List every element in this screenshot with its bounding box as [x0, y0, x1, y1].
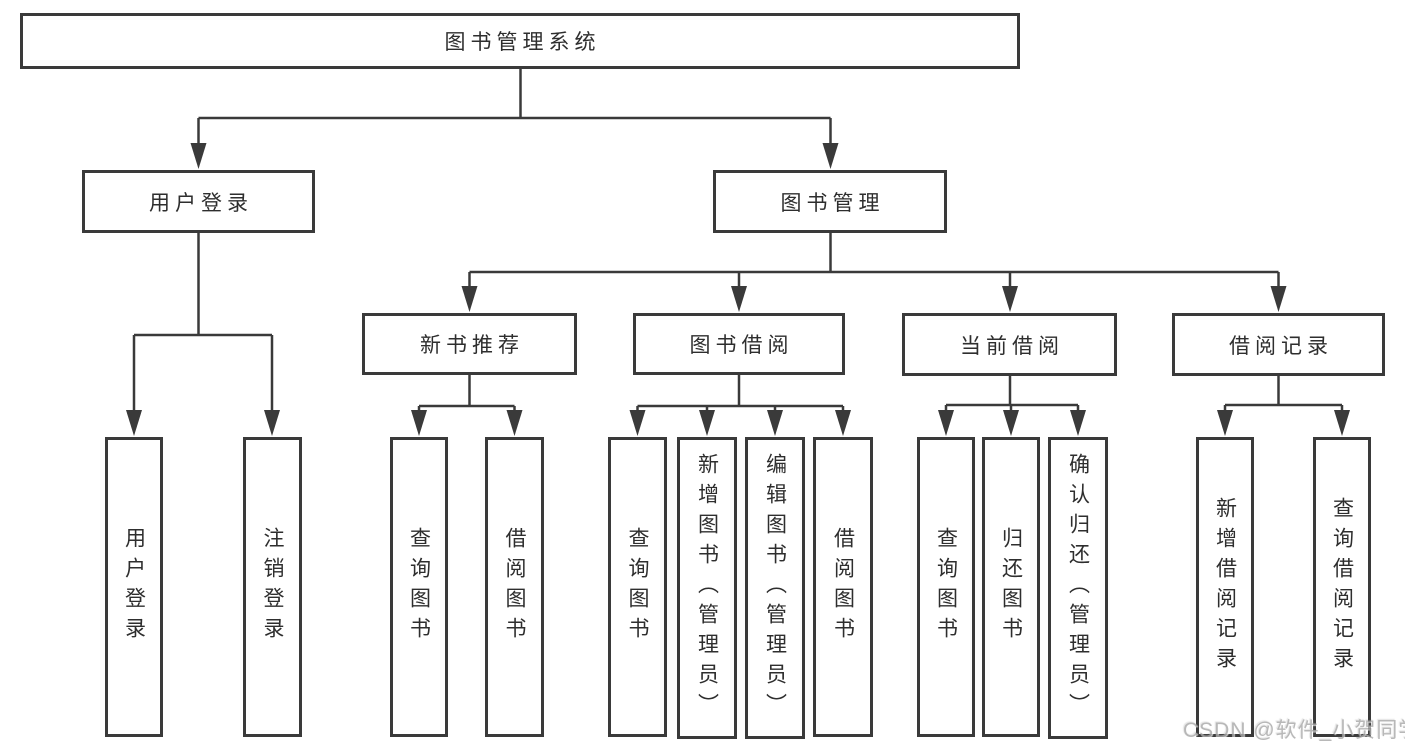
- node-label: 图书管理: [780, 191, 885, 215]
- csdn-watermark: CSDN @软件_小贺同学: [1183, 719, 1405, 742]
- node-label: 借阅图书: [831, 527, 855, 647]
- node-label: 编辑图书（管理员）: [763, 453, 787, 723]
- node-label: 新增借阅记录: [1213, 497, 1237, 677]
- node-bb-edit-books-admin: 编辑图书（管理员）: [745, 437, 805, 739]
- node-label: 查询图书: [626, 527, 649, 647]
- node-label: 注销登录: [261, 527, 284, 647]
- node-br-query-record: 查询借阅记录: [1313, 437, 1371, 737]
- node-system-root: 图书管理系统: [20, 13, 1020, 69]
- node-cb-return-books: 归还图书: [982, 437, 1040, 737]
- node-label: 用户登录: [149, 191, 253, 215]
- node-user-login-branch: 用户登录: [82, 170, 315, 233]
- node-label: 用户登录: [122, 527, 146, 647]
- node-label: 确认归还（管理员）: [1066, 453, 1090, 723]
- node-label: 借阅图书: [503, 527, 526, 647]
- node-label: 查询借阅记录: [1330, 497, 1354, 677]
- node-book-borrowing: 图书借阅: [633, 313, 845, 375]
- node-nb-borrow-books: 借阅图书: [485, 437, 544, 737]
- node-label: 归还图书: [999, 527, 1023, 647]
- node-borrow-records: 借阅记录: [1172, 313, 1385, 376]
- node-label: 图书借阅: [689, 334, 794, 357]
- node-label: 查询图书: [407, 527, 431, 647]
- node-new-book-recommend: 新书推荐: [362, 313, 577, 375]
- node-current-borrowing: 当前借阅: [902, 313, 1117, 376]
- node-bb-query-books: 查询图书: [608, 437, 667, 737]
- node-logout-leaf: 注销登录: [243, 437, 302, 737]
- node-nb-query-books: 查询图书: [390, 437, 448, 737]
- node-cb-query-books: 查询图书: [917, 437, 975, 737]
- node-book-management-branch: 图书管理: [713, 170, 947, 233]
- node-label: 查询图书: [934, 527, 958, 647]
- node-label: 新增图书（管理员）: [695, 453, 719, 723]
- node-label: 借阅记录: [1229, 334, 1333, 358]
- node-cb-confirm-return-admin: 确认归还（管理员）: [1048, 437, 1108, 739]
- node-label: 当前借阅: [960, 334, 1064, 358]
- node-user-login-leaf: 用户登录: [105, 437, 163, 737]
- node-bb-borrow-books: 借阅图书: [813, 437, 873, 737]
- node-label: 图书管理系统: [444, 31, 601, 54]
- node-bb-add-books-admin: 新增图书（管理员）: [677, 437, 737, 739]
- node-br-add-record: 新增借阅记录: [1196, 437, 1254, 737]
- node-label: 新书推荐: [420, 334, 524, 357]
